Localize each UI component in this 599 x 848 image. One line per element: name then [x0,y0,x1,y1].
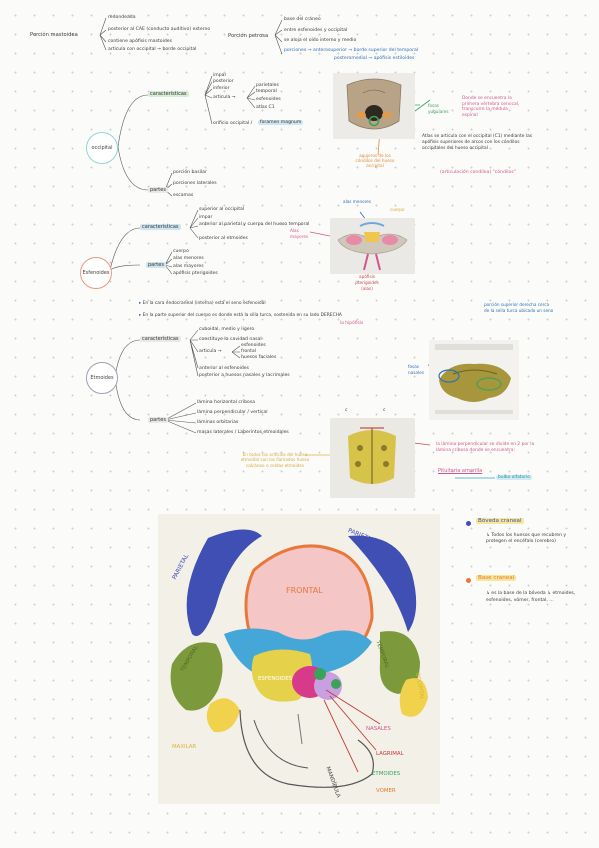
esfenoides-caracteristicas: características [140,224,181,230]
etmoides-art-item: frontal [241,349,257,354]
etmoides-label: c [345,408,348,413]
etmoides-photo-bottom [330,418,415,498]
node-occipital: occipital [86,132,118,164]
occipital-note: Donde se encuentra la primera vértebra c… [462,96,520,118]
etmoides-car-item: cuboidal, medio y ligero [199,327,255,332]
esfenoides-car-item: anterior al parietal y cuerpo del hueso … [199,222,310,227]
petrous-title: Porción petrosa [228,33,269,39]
node-esfenoides: Esfenoides [80,257,112,289]
legend-desc: ↳ es la base de la bóveda ↳ etmoides, es… [486,591,576,603]
occipital-art-item: atlas C1 [256,105,275,110]
occipital-foramen: foramen magnum [258,120,304,125]
skull-label-esfenoides: ESFENOIDES [258,676,293,682]
legend-desc: ↳ Todos los huesos que recubren y proteg… [486,533,567,545]
mastoid-title: Porción mastoidea [30,32,78,38]
occipital-car-item: inferior [213,86,230,91]
occipital-parte: porción basilar [173,170,207,175]
mastoid-item: contiene apófisis mastoides [108,39,173,44]
etmoides-car-item: articula → [199,349,222,354]
legend-dot [466,578,471,583]
esfenoides-note: ▸ En la parte superior del cuerpo es don… [139,313,342,318]
occipital-parte: porciones laterales [173,181,217,186]
occipital-caracteristicas: características [148,91,189,97]
skull-label-nasales: NASALES [366,726,391,732]
skull-label-vomer: VOMER [376,788,396,794]
etmoides-label: c [383,408,386,413]
etmoides-photo-top [429,340,519,420]
occipital-orificio: orificio occipital / [213,121,253,126]
esfenoides-label: cuerpo [390,207,405,212]
occipital-note: (articulación condílea) "cóndilos" [440,170,516,175]
petrous-item: base del cráneo [284,17,321,22]
esfenoides-note: la hipófisis [340,321,364,326]
etmoides-car-item: posterior a huesos nasales y lacrimales [199,373,290,378]
skull-label-maxilar: MAXILAR [172,744,197,750]
etmoides-note: En todos los orificios del hueso etmoida… [240,452,310,468]
occipital-art-item: esfenoides [256,97,281,102]
skull-label-lagrimal: LAGRIMAL [376,751,404,757]
etmoides-parte: masas laterales / Laberintos etmoidales [197,430,289,435]
legend-title: Base craneal [476,575,517,581]
occipital-art-item: temporal [256,89,277,94]
mastoid-item: posterior al CAE (conducto auditivo) ext… [108,27,211,32]
occipital-parte: escamas [173,193,194,198]
etmoides-art-item: esfenoides [241,343,266,348]
legend-dot [466,521,471,526]
esfenoides-partes: partes [146,262,166,268]
occipital-art-item: parietales [256,83,279,88]
esfenoides-car-item: impar [199,215,213,220]
petrous-item: se aloja el oído interno y medio [284,38,357,43]
occipital-car-item: impar [213,73,227,78]
legend-title: Bóveda craneal [476,518,524,524]
occipital-note: Atlas se articula con el occipital (C1) … [422,134,533,151]
etmoides-note: Pituitaria amarilla [438,468,483,474]
etmoides-label-fosas: fosas nasales [408,364,424,375]
occipital-note: agujeros de los cóndilos del hueso occip… [355,153,395,169]
petrous-item: entre esfenoides y occipital [284,28,348,33]
etmoides-parte: lámina horizontal cribosa [197,400,256,405]
node-etmoides: Etmoides [86,362,118,394]
esfenoides-note: porción superior derecha cerca de la sel… [484,302,554,313]
skull-label-etmoides: ETMOIDES [372,771,401,777]
occipital-car-item: articula → [213,95,236,100]
mastoid-item: articula con occipital → borde occipital [108,47,197,52]
esfenoides-parte: apófisis pterigoides [173,271,218,276]
esfenoides-label: Alas mayores [290,228,309,239]
esfenoides-parte: alas mayores [173,264,204,269]
esfenoides-note: ▸ En la cara endocraneal (interna) está … [139,301,266,306]
occipital-partes: partes [148,187,168,193]
skull-illustration [158,514,440,804]
etmoides-bulbo: bulbo olfatorio [496,475,532,480]
etmoides-parte: láminas orbitarias [197,420,239,425]
esfenoides-car-item: posterior al etmoides [199,236,248,241]
esfenoides-parte: alas menores [173,256,204,261]
etmoides-art-item: huesos faciales [241,355,277,360]
etmoides-car-item: constituye la cavidad nasal [199,337,262,342]
mastoid-item: redondeada [108,15,136,20]
etmoides-note: la lámina perpendicular se divide en 2 p… [436,442,535,453]
esfenoides-car-item: superior al occipital [199,207,245,212]
esfenoides-label: alas menores [343,199,372,204]
petrous-item: posteromedial → apófisis estiloides [334,56,415,61]
petrous-item: porciones → anterosuperior → borde super… [284,48,419,53]
occipital-photo [333,73,415,139]
occipital-car-item: posterior [213,79,234,84]
etmoides-car-item: anterior al esfenoides [199,366,250,371]
etmoides-parte: lámina perpendicular / vertical [197,410,268,415]
esfenoides-photo [330,218,415,274]
etmoides-partes: partes [148,417,168,423]
occipital-label-fosas: fosas yugulares [428,103,449,114]
esfenoides-parte: cuerpo [173,249,189,254]
etmoides-caracteristicas: características [140,336,181,342]
skull-label-frontal: FRONTAL [286,586,323,595]
esfenoides-label: apófisis pterigoides (alas) [355,274,379,291]
